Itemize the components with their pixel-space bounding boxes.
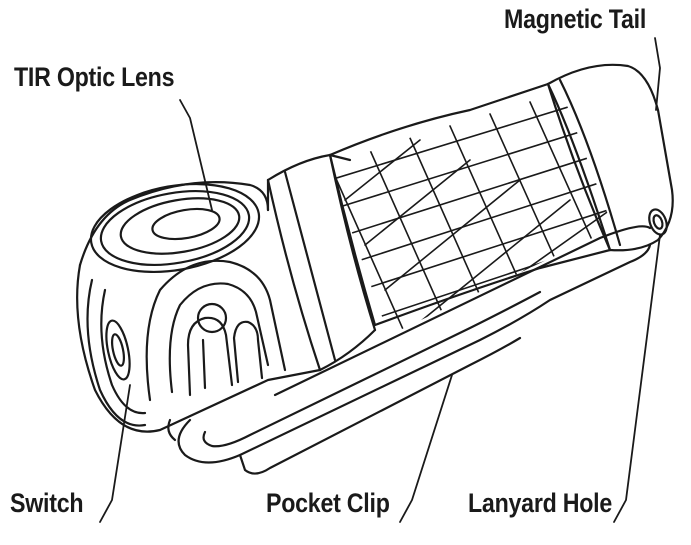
knurled-body — [328, 82, 612, 332]
leader-tir-optic-lens — [179, 99, 213, 211]
label-lanyard-hole: Lanyard Hole — [468, 488, 613, 518]
head — [76, 178, 322, 433]
label-switch: Switch — [10, 488, 84, 518]
leader-pocket-clip — [399, 374, 453, 523]
leader-switch — [99, 384, 131, 523]
label-magnetic-tail: Magnetic Tail — [504, 4, 647, 34]
label-tir-optic-lens: TIR Optic Lens — [14, 62, 175, 92]
pocket-clip — [167, 225, 652, 475]
pivot-arch — [145, 259, 287, 402]
switch — [86, 278, 147, 427]
tir-optic-lens — [89, 182, 261, 274]
leader-lines — [99, 37, 661, 523]
label-pocket-clip: Pocket Clip — [266, 488, 390, 518]
leader-lanyard-hole — [613, 234, 661, 523]
leader-magnetic-tail — [654, 37, 661, 111]
collar-ring — [266, 153, 377, 372]
magnetic-tail — [546, 63, 674, 252]
